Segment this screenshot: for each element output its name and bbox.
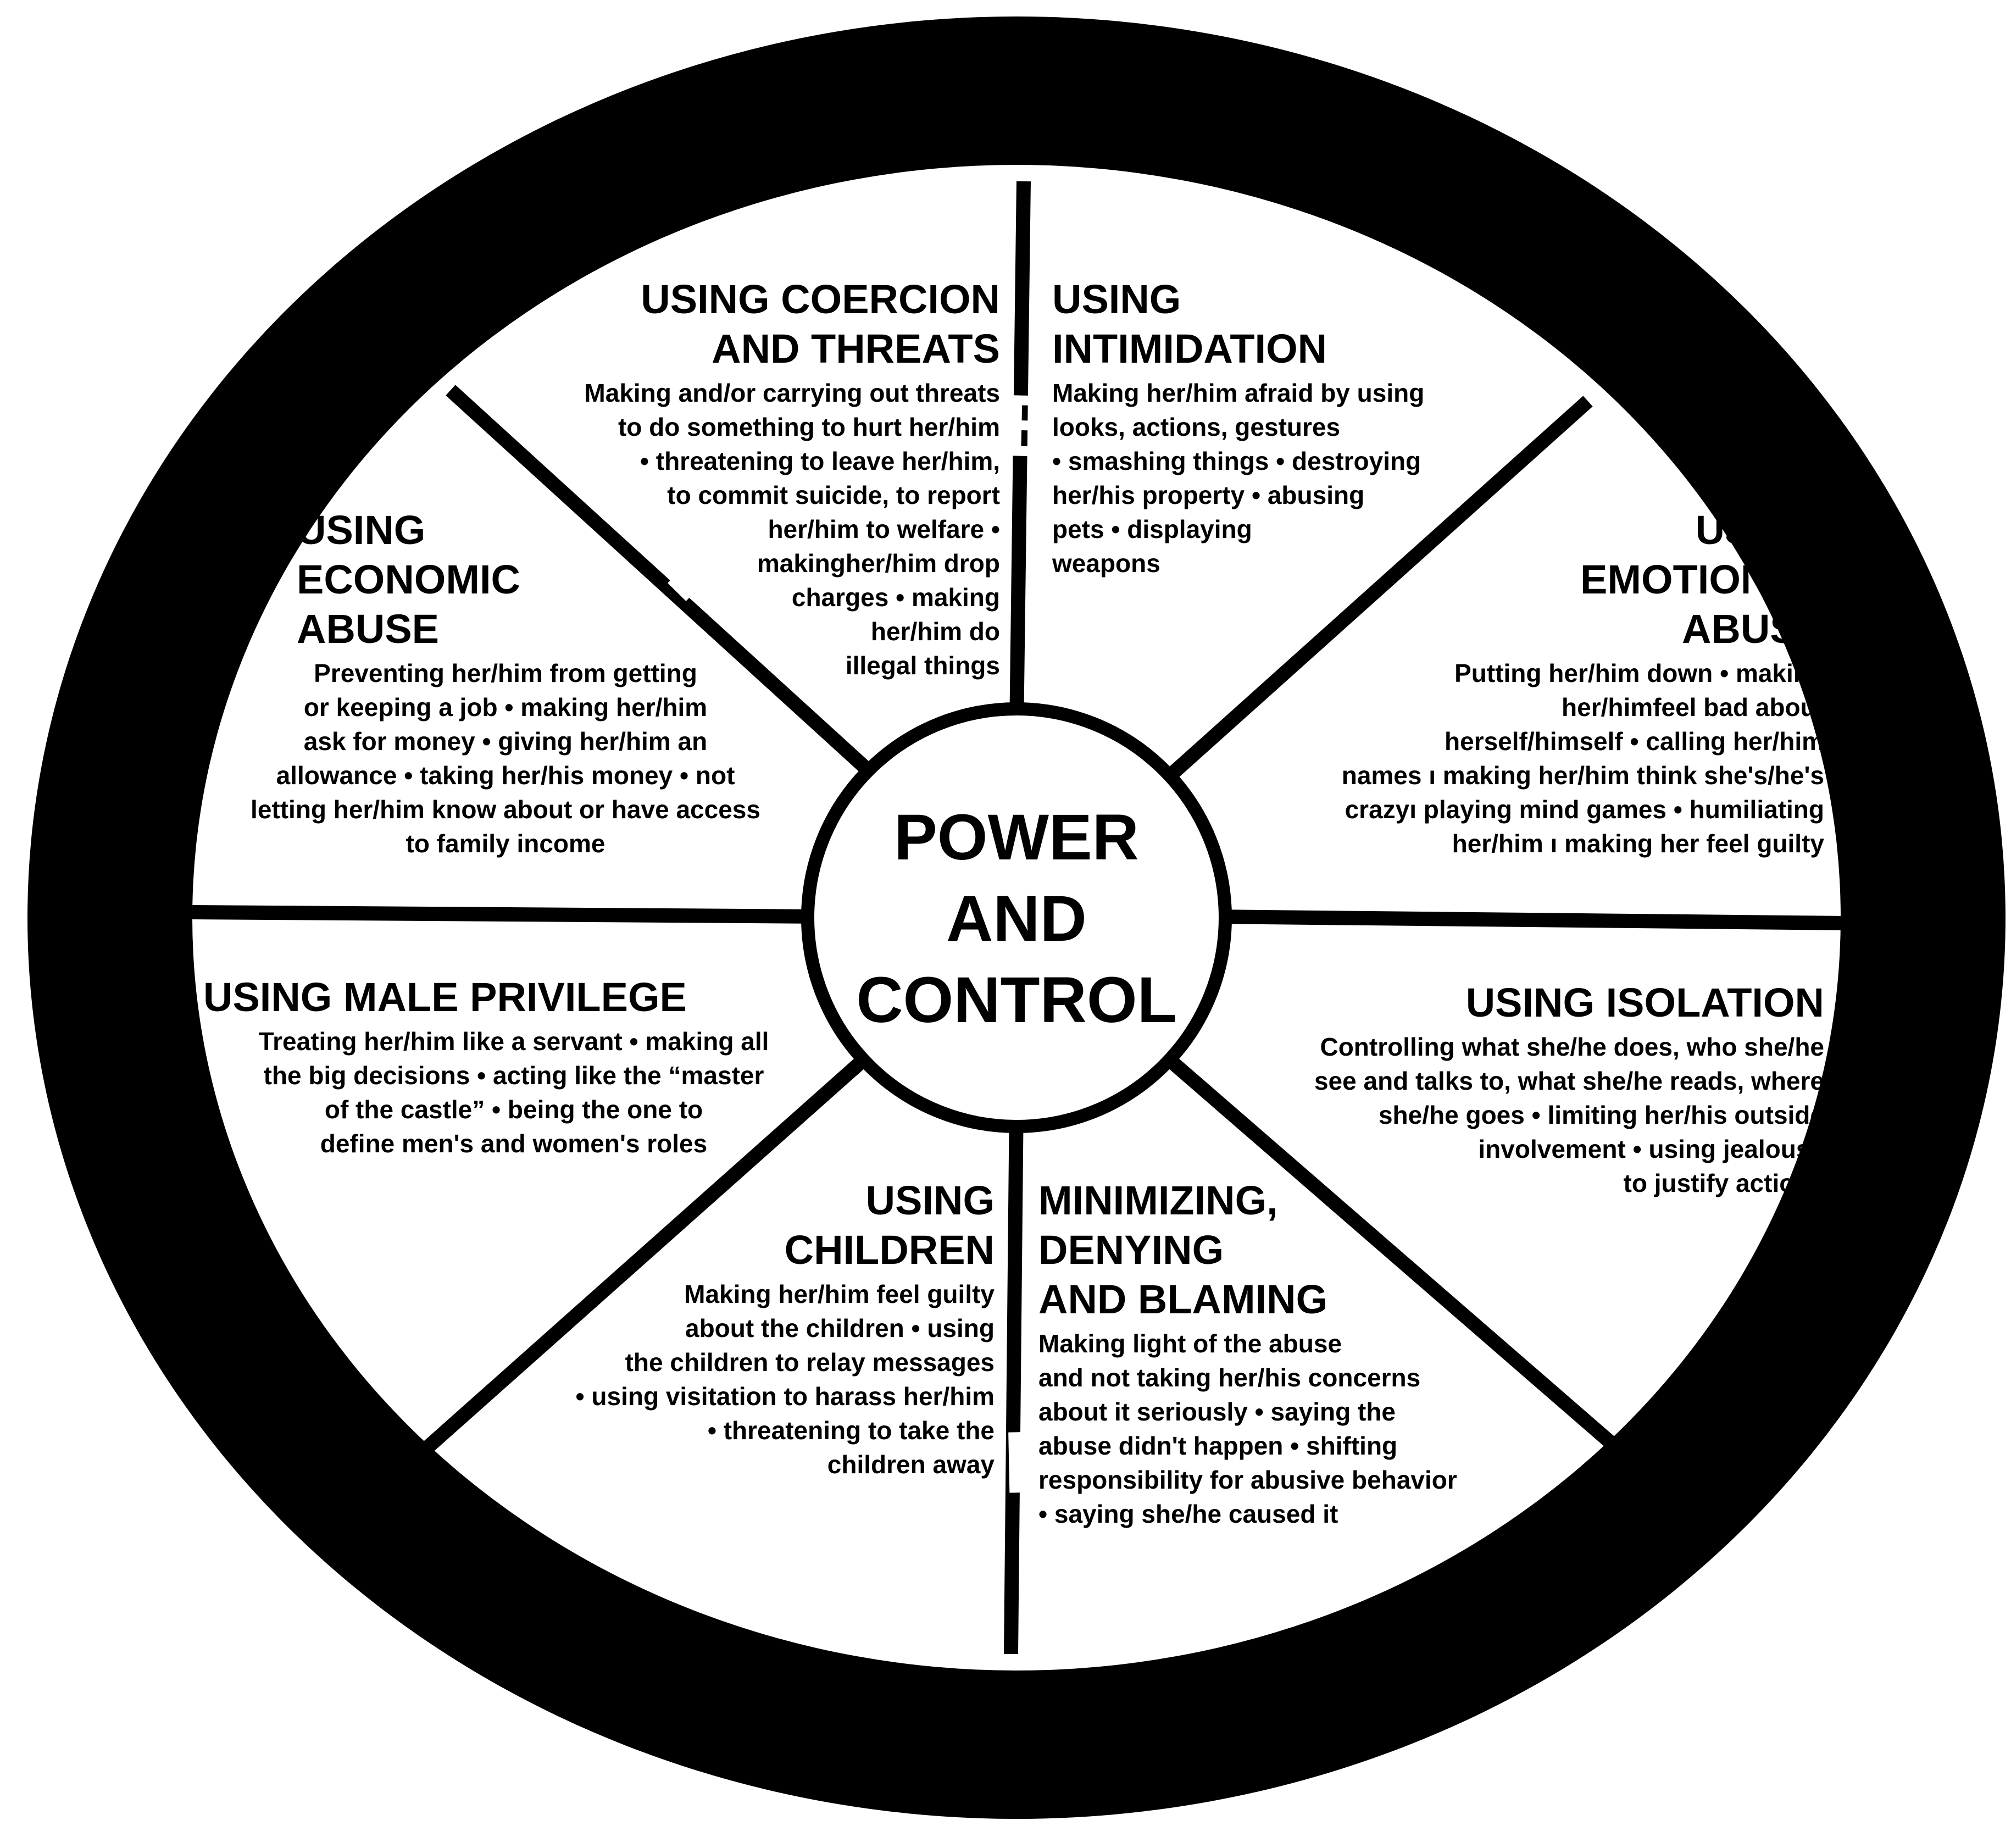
section-minimizing: MINIMIZING, DENYING AND BLAMING Making l… <box>1038 1176 1588 1531</box>
section-economic: USING ECONOMIC ABUSE Preventing her/him … <box>209 506 802 861</box>
section-emotional: USING EMOTIONAL ABUSE Putting her/him do… <box>1231 506 1824 861</box>
spokes <box>192 181 1847 1655</box>
spoke-top <box>1009 181 1031 731</box>
section-intimidation: USING INTIMIDATION Making her/him afraid… <box>1052 275 1547 580</box>
section-title: USING COERCION AND THREATS <box>641 276 1000 371</box>
section-body: Making her/him feel guilty about the chi… <box>575 1280 995 1479</box>
spoke-left <box>192 905 825 924</box>
section-children: USING CHILDREN Making her/him feel guilt… <box>484 1176 995 1481</box>
spoke-right <box>1208 909 1847 930</box>
spoke-upper-right <box>1160 396 1593 786</box>
section-body: Controlling what she/he does, who she/he… <box>1314 1033 1824 1197</box>
section-title: USING ISOLATION <box>1465 980 1824 1025</box>
section-title: USING CHILDREN <box>784 1178 995 1273</box>
section-title: USING ECONOMIC ABUSE <box>297 507 520 652</box>
section-title: USING EMOTIONAL ABUSE <box>1580 507 1824 652</box>
section-body: Making her/him afraid by using looks, ac… <box>1052 379 1425 578</box>
spoke-upper-left <box>446 385 884 786</box>
section-body: Putting her/him down • making her/himfee… <box>1341 659 1824 858</box>
section-isolation: USING ISOLATION Controlling what she/he … <box>1220 978 1824 1200</box>
section-body: Preventing her/him from getting or keepi… <box>251 659 760 858</box>
spoke-lower-left <box>413 1055 868 1462</box>
section-body: Treating her/him like a servant • making… <box>258 1027 769 1158</box>
section-body: Making and/or carrying out threats to do… <box>584 379 1000 680</box>
hub-title: POWER AND CONTROL <box>856 801 1177 1036</box>
section-coercion: USING COERCION AND THREATS Making and/or… <box>484 275 1000 682</box>
spoke-bottom <box>1004 1098 1024 1655</box>
section-title: USING MALE PRIVILEGE <box>203 974 687 1020</box>
section-title: MINIMIZING, DENYING AND BLAMING <box>1038 1178 1328 1322</box>
hub-circle <box>801 702 1232 1133</box>
section-body: Making light of the abuse and not taking… <box>1038 1329 1457 1528</box>
section-male-privilege: USING MALE PRIVILEGE Treating her/him li… <box>203 973 824 1161</box>
section-title: USING INTIMIDATION <box>1052 276 1327 371</box>
spoke-lower-right <box>1165 1055 1631 1462</box>
